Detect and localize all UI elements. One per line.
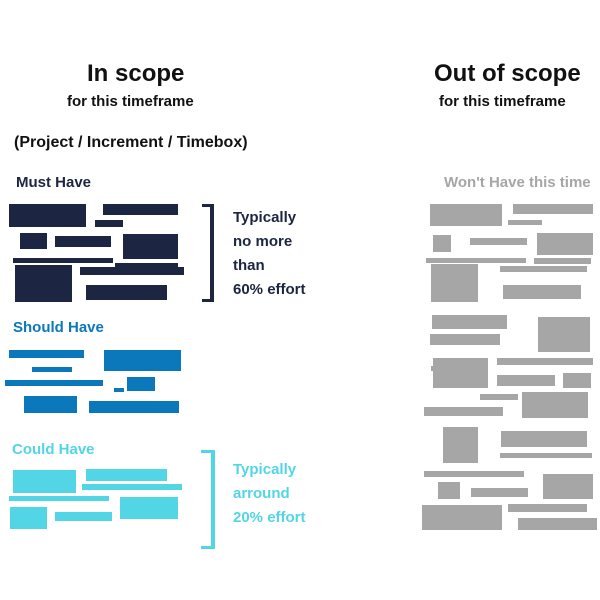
wont-task-block [508, 504, 587, 512]
must-task-block [95, 220, 123, 227]
must-have-note-line-3: than [233, 257, 265, 274]
must-have-note-line-4: 60% effort [233, 281, 306, 298]
wont-task-block [480, 394, 518, 400]
wont-task-block [433, 358, 488, 388]
must-have-note: Typically no more than 60% effort [233, 206, 306, 302]
must-task-block [13, 258, 113, 263]
wont-task-block [430, 334, 500, 345]
scope-context-label: (Project / Increment / Timebox) [14, 134, 248, 151]
wont-task-block [563, 373, 591, 388]
must-task-block [55, 236, 111, 247]
wont-task-block [500, 453, 592, 458]
wont-task-block [534, 258, 591, 264]
wont-task-block [538, 317, 590, 352]
wont-task-block [503, 285, 581, 299]
must-have-label: Must Have [16, 174, 92, 191]
could-task-block [86, 469, 167, 481]
should-task-block [32, 367, 72, 372]
wont-task-block [513, 204, 593, 214]
must-task-block [115, 263, 178, 267]
should-task-block [5, 380, 103, 386]
must-task-block [80, 267, 184, 275]
could-have-note-line-1: Typically [233, 461, 297, 478]
must-task-block [103, 204, 178, 215]
wont-task-block [508, 220, 542, 225]
wont-have-label: Won't Have this time [444, 174, 591, 191]
could-have-note: Typically arround 20% effort [233, 458, 306, 530]
could-have-note-line-3: 20% effort [233, 509, 306, 526]
wont-task-block [433, 235, 451, 252]
must-task-block [123, 234, 178, 259]
could-have-bracket [201, 450, 215, 549]
wont-task-block [431, 366, 461, 371]
could-have-label: Could Have [12, 441, 95, 458]
wont-task-block [522, 392, 588, 418]
wont-task-block [497, 358, 593, 365]
wont-task-block [424, 471, 524, 477]
should-task-block [114, 388, 124, 392]
could-task-block [82, 484, 182, 490]
must-task-block [9, 204, 86, 227]
could-task-block [55, 512, 112, 521]
must-have-bracket [202, 204, 214, 302]
wont-task-block [432, 315, 507, 329]
could-task-block [13, 470, 76, 493]
wont-task-block [430, 204, 502, 226]
wont-task-block [426, 258, 526, 263]
wont-task-block [543, 474, 593, 499]
wont-task-block [422, 505, 502, 530]
in-scope-title: In scope [87, 60, 185, 87]
could-have-note-line-2: arround [233, 485, 290, 502]
wont-task-block [500, 266, 587, 272]
out-of-scope-title: Out of scope [434, 60, 581, 87]
could-task-block [10, 507, 47, 529]
wont-task-block [497, 375, 555, 386]
wont-task-block [431, 264, 478, 302]
wont-task-block [518, 518, 597, 530]
wont-task-block [501, 431, 587, 447]
should-task-block [9, 350, 84, 358]
should-task-block [89, 401, 179, 413]
should-task-block [24, 396, 77, 413]
wont-task-block [471, 488, 528, 497]
wont-task-block [438, 482, 460, 499]
wont-task-block [424, 407, 503, 416]
could-task-block [9, 496, 109, 501]
must-have-note-line-2: no more [233, 233, 293, 250]
must-task-block [20, 233, 47, 249]
wont-task-block [537, 233, 593, 255]
wont-task-block [443, 427, 478, 463]
wont-task-block [470, 238, 527, 245]
in-scope-subtitle: for this timeframe [67, 93, 194, 110]
out-of-scope-subtitle: for this timeframe [439, 93, 566, 110]
must-task-block [86, 285, 167, 300]
should-task-block [104, 350, 181, 371]
should-task-block [127, 377, 155, 391]
must-task-block [15, 265, 72, 302]
must-have-note-line-1: Typically [233, 209, 297, 226]
could-task-block [120, 497, 178, 519]
should-have-label: Should Have [13, 319, 104, 336]
